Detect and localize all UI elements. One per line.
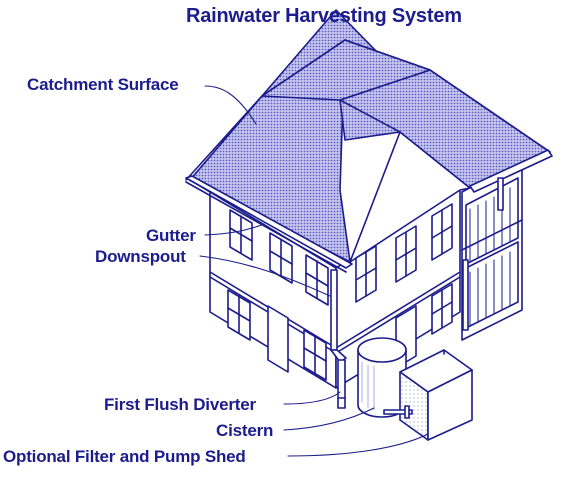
label-cistern: Cistern <box>216 421 274 440</box>
cistern <box>357 337 407 418</box>
label-catchment-surface: Catchment Surface <box>27 75 179 94</box>
leader-lines <box>199 85 429 457</box>
windows-right-upper <box>355 203 453 303</box>
leader-cistern <box>283 407 375 431</box>
pump-shed <box>383 349 473 441</box>
leader-downspout <box>199 255 331 297</box>
downspout <box>330 177 504 363</box>
leader-gutter <box>204 223 265 236</box>
label-optional-filter-pump-shed: Optional Filter and Pump Shed <box>3 447 246 466</box>
page-title: Rainwater Harvesting System <box>186 5 462 27</box>
windows-left-lower <box>227 289 327 381</box>
gutter <box>185 149 553 273</box>
label-first-flush-diverter: First Flush Diverter <box>104 395 256 414</box>
roof <box>185 9 551 263</box>
label-gutter: Gutter <box>146 226 196 245</box>
leader-first-flush <box>283 391 341 405</box>
label-downspout: Downspout <box>95 247 186 266</box>
leader-catchment <box>204 85 257 125</box>
leader-pump-shed <box>287 433 429 457</box>
windows-left-upper <box>229 209 329 306</box>
first-flush-diverter <box>337 359 346 409</box>
